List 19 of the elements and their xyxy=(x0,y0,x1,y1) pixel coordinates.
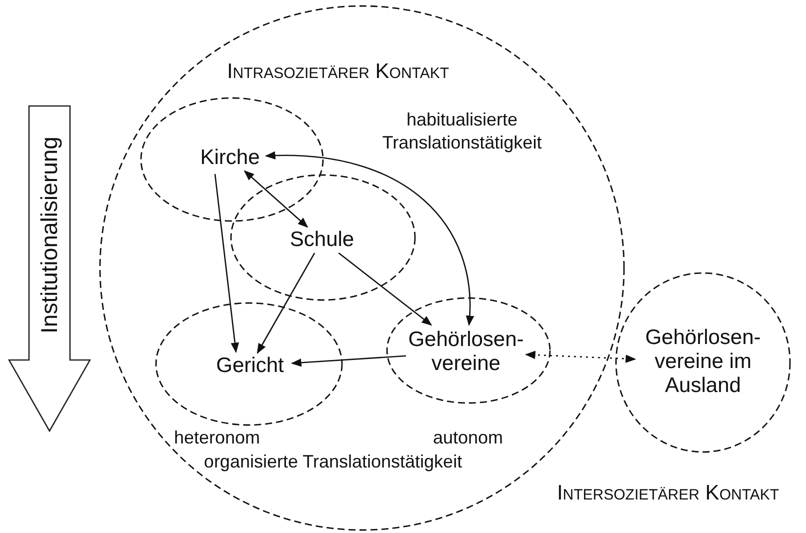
arrow xyxy=(290,355,406,367)
arrow-label: Institutionalisierung xyxy=(36,136,62,334)
arrow xyxy=(524,350,636,363)
arrow xyxy=(338,252,432,326)
region-heading: Intrasozietärer Kontakt xyxy=(226,60,450,84)
annotation-text: organisierte Translationstätigkeit xyxy=(204,450,462,474)
arrow xyxy=(214,174,240,354)
node-label: Gehörlosen-vereine im Ausland xyxy=(644,326,762,398)
node-label: Kirche xyxy=(199,146,261,170)
node-label: Gericht xyxy=(215,354,285,378)
arrow xyxy=(244,170,308,228)
annotation-text: heteronom xyxy=(174,426,260,450)
arrow xyxy=(264,152,474,326)
annotation-text: autonom xyxy=(432,426,504,450)
node-label: Schule xyxy=(288,228,356,252)
region-heading: Intersozietärer Kontakt xyxy=(556,480,780,506)
node-label: Gehörlosen-vereine xyxy=(407,328,525,376)
arrow xyxy=(256,252,316,354)
annotation-text: habitualisierte Translationstätigkeit xyxy=(381,108,543,155)
